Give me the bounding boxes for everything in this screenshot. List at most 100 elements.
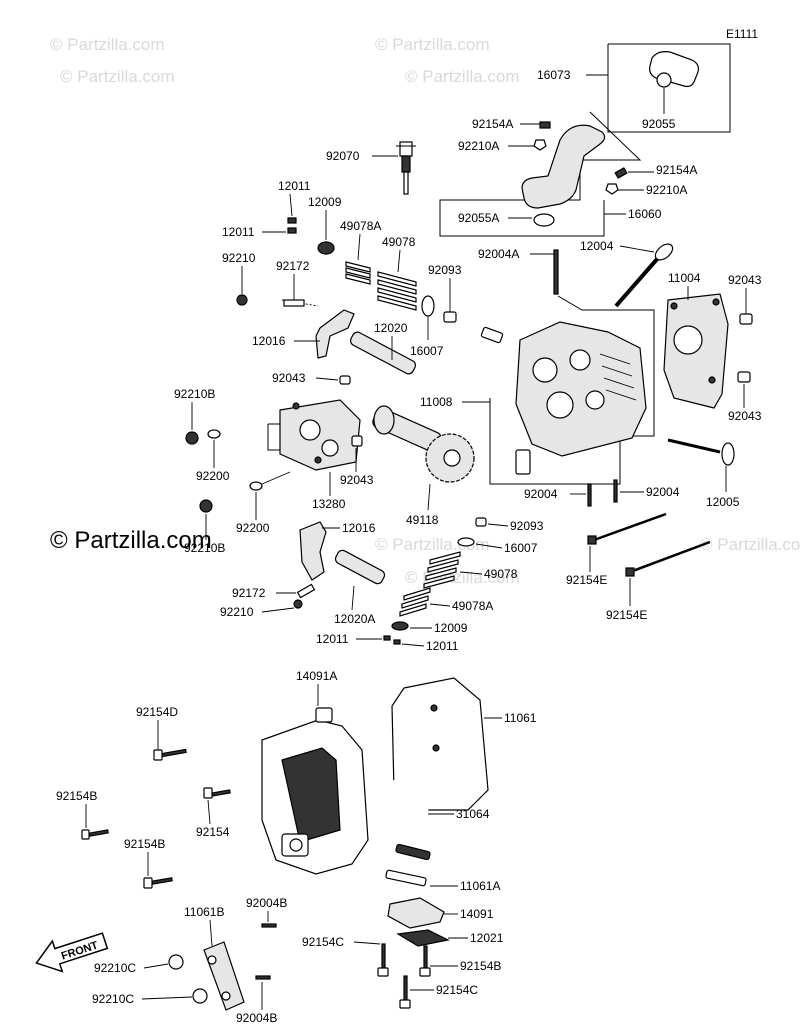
nut-92210B-1	[185, 431, 199, 445]
label-92200-1: 92200	[196, 469, 230, 483]
cover-gasket-11061	[391, 677, 489, 811]
label-11004: 11004	[668, 271, 701, 285]
label-12009-2: 12009	[434, 621, 468, 635]
label-92154A-2: 92154A	[656, 163, 697, 177]
label-31064: 31064	[456, 807, 490, 821]
nut-92210-2	[293, 599, 303, 609]
label-92172-1: 92172	[276, 259, 310, 273]
label-92093-1: 92093	[428, 263, 462, 277]
label-14091: 14091	[460, 907, 494, 921]
gasket-11061A	[385, 869, 427, 887]
label-92210-2: 92210	[220, 605, 254, 619]
label-11061A: 11061A	[460, 879, 500, 893]
lower-valve-train	[293, 517, 487, 645]
label-16007-1: 16007	[410, 344, 444, 358]
label-49078-2: 49078	[484, 567, 518, 581]
cover-14091	[387, 897, 445, 929]
valve-12005	[667, 438, 735, 466]
seat-16007-2	[457, 537, 475, 547]
label-92154A-1: 92154A	[472, 117, 513, 131]
label-92043-4: 92043	[340, 473, 374, 487]
plug-part	[480, 326, 504, 344]
cotter-12011-1	[287, 217, 297, 224]
stud-92004A	[553, 249, 559, 295]
upper-valve-train	[236, 217, 457, 385]
label-92154B-1: 92154B	[56, 789, 97, 803]
intake-group	[439, 43, 731, 237]
label-16007-2: 16007	[504, 541, 538, 555]
plate-12021	[396, 929, 450, 947]
dowel-92043-2	[351, 435, 363, 447]
label-14091A: 14091A	[296, 669, 337, 683]
spring-49078A-1	[345, 261, 371, 285]
label-12011-1: 12011	[278, 179, 311, 193]
label-49078-1: 49078	[382, 235, 416, 249]
seal-92093-1	[443, 311, 457, 323]
label-16060: 16060	[628, 207, 662, 221]
head-cover-14091A	[261, 707, 369, 875]
dowel-92043-4	[737, 371, 751, 383]
label-11061: 11061	[504, 711, 537, 725]
washer-92200-1	[207, 429, 221, 439]
label-92210A-2: 92210A	[646, 183, 687, 197]
rocker-shaft-12020	[349, 331, 417, 375]
rocker-arm-12016-1	[315, 309, 355, 359]
label-92093-2: 92093	[510, 519, 544, 533]
label-12016-2: 12016	[342, 521, 376, 535]
label-92154: 92154	[196, 825, 230, 839]
valve-guide	[515, 449, 531, 475]
nut-92210-1	[236, 294, 248, 306]
retainer-12009-1	[317, 241, 335, 255]
label-92154B-2: 92154B	[124, 837, 165, 851]
watermark-main: © Partzilla.com	[50, 527, 212, 554]
label-92004B-2: 92004B	[236, 1011, 277, 1025]
rocker-arm-12016-2	[299, 521, 327, 581]
spring-49078A-2	[399, 587, 431, 617]
diagram-code: E1111	[726, 27, 758, 41]
head-body	[515, 321, 647, 457]
camshaft-49118	[372, 405, 475, 483]
stud-92004-2	[613, 479, 618, 503]
label-92043-2: 92043	[272, 371, 306, 385]
label-92055: 92055	[642, 117, 676, 131]
label-92172-2: 92172	[232, 586, 266, 600]
nut-92210B-2	[199, 499, 213, 513]
adjuster-92172-2	[296, 583, 316, 599]
label-92210B-2: 92210B	[184, 541, 225, 555]
long-bolts-92154E	[587, 512, 711, 577]
washer-92200-2	[249, 481, 263, 491]
label-11008: 11008	[420, 395, 453, 409]
seat-16007-1	[421, 295, 435, 317]
frame-16060	[439, 111, 642, 237]
label-92004-1: 92004	[524, 487, 558, 501]
label-92070: 92070	[326, 149, 360, 163]
label-92055A: 92055A	[458, 211, 499, 225]
spring-49078-2	[423, 551, 461, 589]
spring-49078-1	[377, 271, 417, 311]
label-12020A: 12020A	[334, 612, 375, 626]
rocker-shaft-12020A	[334, 549, 386, 585]
label-12005: 12005	[706, 495, 740, 509]
label-92210-1: 92210	[222, 251, 256, 265]
cotter-12011-2	[287, 227, 297, 234]
adjuster-92172-1	[283, 299, 305, 307]
label-49078A-1: 49078A	[340, 219, 381, 233]
valve-12004	[614, 243, 674, 308]
label-92200-2: 92200	[236, 521, 270, 535]
label-92210C-2: 92210C	[92, 992, 134, 1006]
label-12011-2: 12011	[222, 225, 255, 239]
label-92154D: 92154D	[136, 705, 178, 719]
watermarks: © Partzilla.com © Partzilla.com © Partzi…	[50, 35, 800, 587]
cotter-12011-4	[393, 639, 401, 645]
dowel-92043-3	[739, 313, 753, 325]
intake-pipe-16060	[521, 124, 606, 209]
label-12016-1: 12016	[252, 334, 286, 348]
bolt-92154A-1	[539, 121, 551, 129]
cotter-12011-3	[383, 635, 391, 641]
label-92154E-1: 92154E	[566, 573, 607, 587]
spark-plug-92070	[396, 141, 416, 195]
label-92210B-1: 92210B	[174, 387, 215, 401]
label-92210A-1: 92210A	[458, 139, 499, 153]
nut-92210A-2	[605, 183, 619, 195]
